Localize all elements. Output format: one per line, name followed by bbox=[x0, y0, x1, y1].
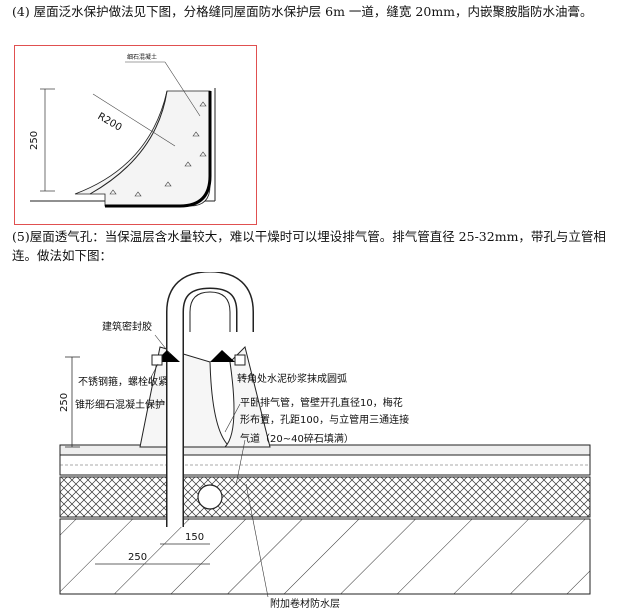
label-pipe-line2: 形布置，孔距100，与立管用三通连接 bbox=[240, 413, 409, 426]
label-pipe-line1: 平卧排气管，管壁开孔直径10，梅花 bbox=[240, 396, 403, 409]
flashing-detail-figure: R200 细石混凝土 250 bbox=[14, 45, 257, 225]
cone-right bbox=[223, 346, 271, 448]
leader-air bbox=[235, 439, 246, 486]
radius-label: R200 bbox=[96, 111, 124, 134]
protection-layer bbox=[59, 444, 591, 456]
dim-vertical-label: 250 bbox=[59, 393, 70, 412]
paragraph-vent: (5)屋面透气孔：当保温层含水量较大，难以干燥时可以埋设排气管。排气管直径 25… bbox=[12, 229, 606, 263]
sealant-right bbox=[210, 350, 235, 362]
leader-hoop bbox=[147, 363, 159, 384]
paragraph-flashing: (4) 屋面泛水保护做法见下图，分格缝同屋面防水保护层 6m 一道，缝宽 20m… bbox=[12, 4, 593, 19]
bolt-right bbox=[234, 354, 246, 366]
label-sealant: 建筑密封胶 bbox=[102, 320, 152, 333]
radius-line bbox=[92, 93, 176, 147]
label-leader bbox=[164, 61, 201, 117]
dim-150-label: 150 bbox=[185, 532, 204, 543]
label-hoop: 不锈钢箍，螺栓收紧 bbox=[78, 375, 168, 388]
vent-pipe-fill bbox=[167, 272, 253, 527]
radius-curve bbox=[89, 90, 168, 195]
structural-slab bbox=[59, 518, 591, 595]
label-membrane: 附加卷材防水层 bbox=[270, 597, 340, 610]
vent-pipe-drawing: 250 150 250 建筑密封胶 不锈钢箍，螺栓收紧 锥形细石混凝土保护 转角… bbox=[59, 270, 591, 610]
aggregate-marks bbox=[109, 101, 207, 197]
vent-pipe-detail-figure: 250 150 250 建筑密封胶 不锈钢箍，螺栓收紧 锥形细石混凝土保护 转角… bbox=[40, 270, 600, 612]
leader-corner bbox=[239, 376, 256, 381]
dim-250-label: 250 bbox=[128, 552, 147, 563]
label-air: 气道（20~40碎石填满） bbox=[240, 432, 354, 445]
concrete-label: 细石混凝土 bbox=[127, 53, 157, 61]
vent-pipe-inner bbox=[189, 291, 231, 332]
horizontal-pipe bbox=[197, 484, 223, 510]
dimension-label: 250 bbox=[29, 131, 40, 150]
label-cone: 锥形细石混凝土保护 bbox=[75, 398, 165, 411]
leader-membrane bbox=[245, 483, 269, 598]
label-corner: 转角处水泥砂浆抹成圆弧 bbox=[237, 372, 347, 385]
leader-sealant bbox=[154, 334, 171, 355]
concrete-fill bbox=[74, 90, 211, 207]
insulation-layer bbox=[59, 476, 591, 518]
leader-cone bbox=[145, 401, 166, 405]
bolt-left bbox=[151, 354, 163, 366]
flashing-detail-drawing: R200 细石混凝土 250 bbox=[29, 53, 216, 208]
leader-pipe bbox=[224, 403, 241, 433]
waterproof-layer bbox=[105, 91, 212, 208]
